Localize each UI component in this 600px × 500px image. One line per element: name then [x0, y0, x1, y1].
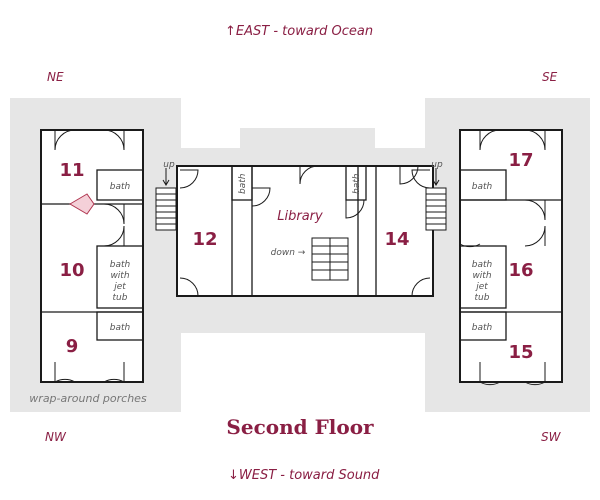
bath-label-room-10-line-2: with [110, 271, 129, 281]
bath-label-room-15: bath [472, 323, 493, 333]
library-label: Library [277, 209, 323, 224]
nw-corner-label: NW [45, 430, 66, 444]
room-number-11: 11 [59, 160, 84, 181]
east-direction-label: ↑EAST - toward Ocean [225, 24, 374, 39]
room-number-16: 16 [508, 260, 533, 281]
floor-title: Second Floor [226, 415, 374, 439]
room-number-15: 15 [508, 342, 533, 363]
left-exterior-stair [155, 187, 177, 231]
left-wing-building [40, 129, 144, 383]
ne-corner-label: NE [47, 70, 64, 84]
interior-stair-down-label: down → [271, 248, 306, 258]
bath-label-room-17: bath [472, 182, 493, 192]
bath-label-room-10-line-4: tub [113, 293, 128, 303]
bath-label-room-14: bath [352, 173, 362, 194]
center-building [176, 165, 434, 297]
bath-label-room-16-line-1: bath [472, 260, 493, 270]
room-number-9: 9 [66, 336, 79, 357]
west-direction-label: ↓WEST - toward Sound [228, 468, 380, 483]
bath-label-room-10-line-1: bath [110, 260, 131, 270]
bath-label-room-16-line-2: with [472, 271, 491, 281]
bath-label-room-16-line-4: tub [475, 293, 490, 303]
room-number-17: 17 [508, 150, 533, 171]
room-number-12: 12 [192, 229, 217, 250]
left-stair-up-label: up [163, 160, 175, 170]
right-stair-up-label: up [431, 160, 443, 170]
room-number-14: 14 [384, 229, 409, 250]
bath-label-room-9: bath [110, 323, 131, 333]
sw-corner-label: SW [541, 430, 561, 444]
se-corner-label: SE [542, 70, 558, 84]
bath-label-room-12: bath [238, 173, 248, 194]
bath-label-room-10-line-3: jet [112, 282, 126, 292]
double-door-11-10 [69, 193, 95, 215]
wrap-around-porches-label: wrap-around porches [29, 392, 147, 405]
room-number-10: 10 [59, 260, 84, 281]
bath-label-room-16-line-3: jet [474, 282, 488, 292]
bath-label-room-11: bath [110, 182, 131, 192]
right-exterior-stair [425, 187, 447, 231]
